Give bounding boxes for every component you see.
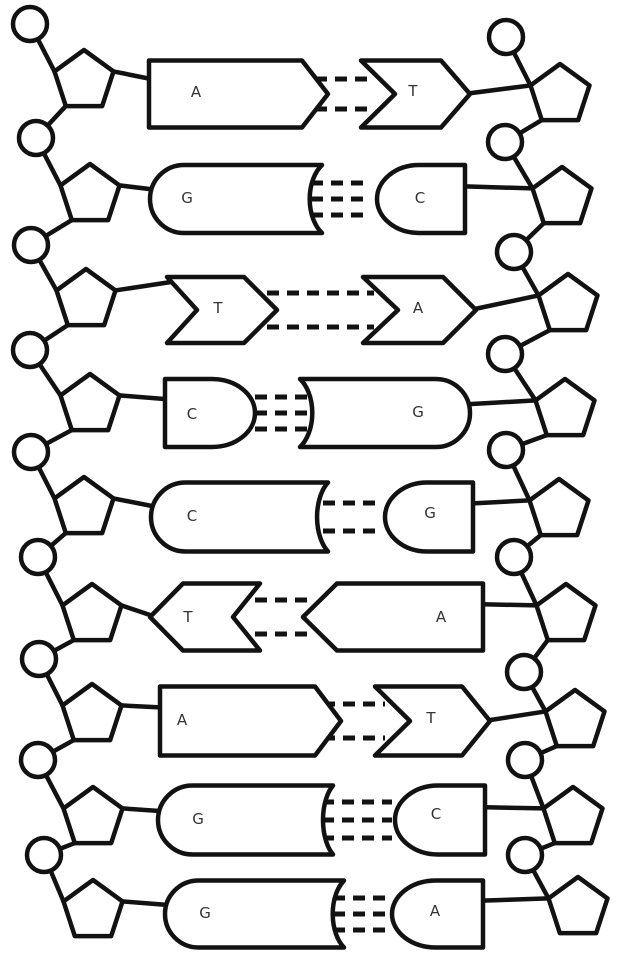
sugar-pentagon-right <box>536 271 600 333</box>
base-letter-g-row8: G <box>192 810 204 828</box>
base-letter-t-row7: T <box>425 709 436 727</box>
sugar-pentagon-left <box>60 681 124 743</box>
sugar-pentagon-right <box>534 581 598 643</box>
phosphate-circle-right <box>504 652 544 692</box>
base-letter-g-row5: G <box>424 504 436 522</box>
sugar-pentagon-right <box>533 376 597 438</box>
glycosidic-bond-line <box>113 279 174 293</box>
base-letter-c-row2: C <box>415 189 425 207</box>
phosphate-circle-right <box>505 835 545 875</box>
base-g-left-row8 <box>155 783 336 857</box>
sugar-pentagon-left <box>52 47 116 109</box>
phosphate-circle-left <box>18 740 58 780</box>
base-t-right-row7 <box>372 684 493 758</box>
base-letter-t-row3: T <box>212 299 223 317</box>
hydrogen-bonds <box>255 76 392 933</box>
base-a-right-row6 <box>300 581 486 653</box>
base-letter-a-row6: A <box>436 608 447 626</box>
phosphate-circle-left <box>16 118 56 158</box>
sugar-pentagon-right <box>528 61 592 123</box>
base-g-left-row2 <box>147 162 325 236</box>
base-letter-t-row6: T <box>182 608 193 626</box>
base-t-left-row6 <box>147 581 263 653</box>
phosphate-circle-right <box>485 122 525 162</box>
glycosidic-bond-line <box>467 293 541 313</box>
sugar-pentagon-right <box>543 687 607 749</box>
phosphate-circle-left <box>18 537 58 577</box>
base-letter-c-row5: C <box>187 507 197 525</box>
phosphate-circle-right <box>505 740 545 780</box>
base-letter-a-row3: A <box>413 299 424 317</box>
phosphate-circle-left <box>10 330 50 370</box>
base-a-left-row1 <box>146 58 331 130</box>
phosphate-circle-right <box>485 334 525 374</box>
phosphate-circle-left <box>11 432 51 472</box>
base-t-left-row3 <box>164 274 280 346</box>
backbone-lines <box>27 21 560 909</box>
base-letter-g-row9: G <box>199 904 211 922</box>
base-a-right-row3 <box>360 274 479 346</box>
sugar-pentagon-right <box>527 476 591 538</box>
base-g-left-row9 <box>162 878 347 950</box>
base-c-right-row2 <box>374 162 468 236</box>
base-letter-g-row2: G <box>181 189 193 207</box>
phosphate-circle-right <box>494 232 534 272</box>
sugar-pentagon-left <box>60 581 124 643</box>
base-letter-g-row4: G <box>412 403 424 421</box>
base-c-left-row4 <box>162 376 258 450</box>
sugar-pentagon-left <box>58 371 122 433</box>
sugar-pentagon-right <box>546 874 610 936</box>
base-g-right-row5 <box>382 480 476 554</box>
base-g-right-row4 <box>297 376 473 450</box>
base-a-left-row7 <box>157 684 344 758</box>
glycosidic-bond-line <box>481 709 548 724</box>
phosphate-circle-left <box>11 225 51 265</box>
sugar-pentagon-left <box>61 784 125 846</box>
sugar-pentagon-left <box>61 877 125 939</box>
base-letter-t-row1: T <box>407 82 418 100</box>
sugar-pentagon-left <box>54 266 118 328</box>
sugar-pentagon-left <box>58 161 122 223</box>
sugar-pentagon-left <box>52 474 116 536</box>
base-letter-c-row4: C <box>187 405 197 423</box>
base-letter-a-row9: A <box>430 902 441 920</box>
phosphate-circle-left <box>24 835 64 875</box>
base-a-right-row9 <box>389 878 486 950</box>
phosphate-circle-right <box>486 430 526 470</box>
sugar-pentagon-right <box>530 164 594 226</box>
base-c-right-row8 <box>392 783 488 857</box>
base-letter-a-row7: A <box>177 711 188 729</box>
base-labels: A T G C T A C G C G T A A T G C G A <box>177 82 447 922</box>
nucleotide-shapes <box>10 4 610 950</box>
phosphate-circle-right <box>486 17 526 57</box>
glycosidic-bond-line <box>461 83 533 97</box>
base-t-right-row1 <box>358 58 473 130</box>
sugar-pentagon-right <box>541 784 605 846</box>
phosphate-circle-left <box>19 639 59 679</box>
phosphate-circle-left <box>10 4 50 44</box>
base-letter-a-row1: A <box>191 83 202 101</box>
phosphate-circle-right <box>494 537 534 577</box>
base-letter-c-row8: C <box>431 805 441 823</box>
base-c-left-row5 <box>148 480 331 554</box>
